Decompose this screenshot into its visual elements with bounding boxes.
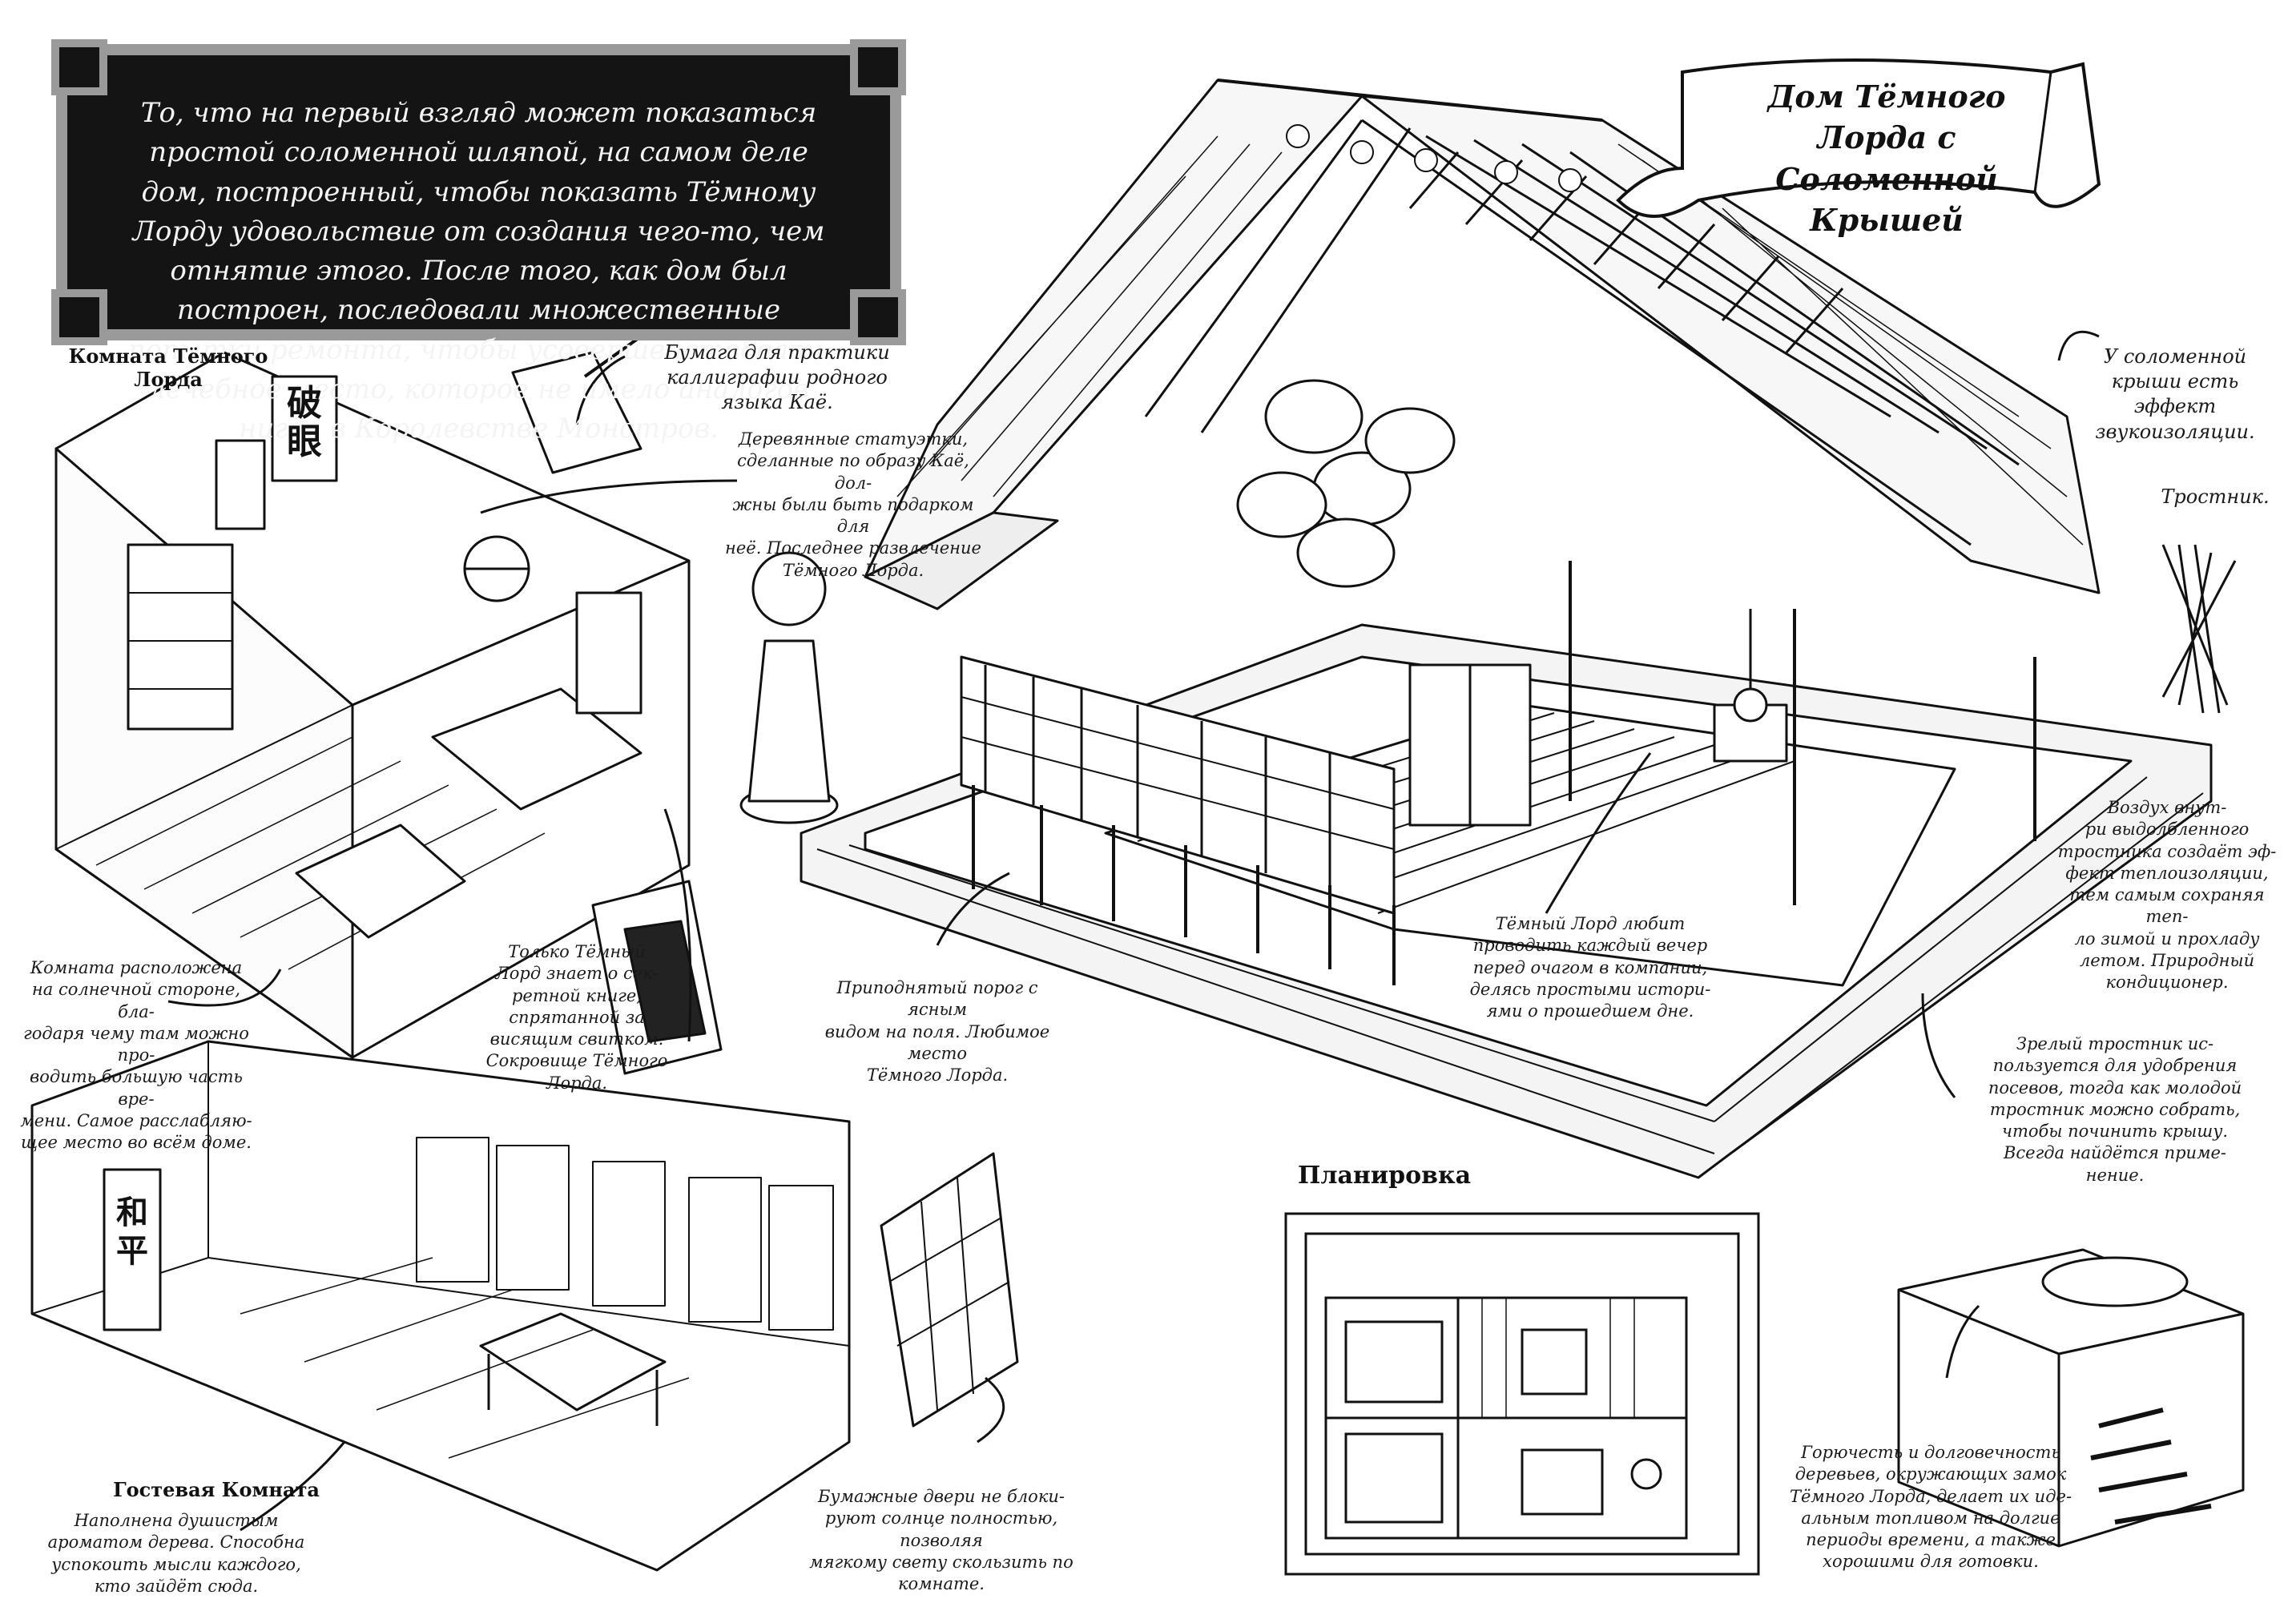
section-head-floor-plan: Планировка	[1298, 1162, 1472, 1190]
section-head-guest-room: Гостевая Комната	[113, 1478, 320, 1501]
posts	[972, 561, 2036, 985]
intro-text: То, что на первый взгляд может показатьс…	[127, 97, 830, 445]
note-secret-book: Только Тёмный Лорд знает о сек- ретной к…	[485, 942, 668, 1093]
banner-corner-ornament	[850, 39, 906, 95]
scroll-kanji-lord: 破眼	[287, 383, 322, 463]
lord-room-illustration	[54, 351, 691, 1059]
banner-corner-ornament	[51, 39, 107, 95]
note-statuettes: Деревянные статуэтки, сделанные по образ…	[725, 429, 981, 580]
note-reed: Тростник.	[2161, 485, 2270, 508]
note-thatch-sound: У соломенной крыши есть эффект звукоизол…	[2095, 345, 2255, 443]
shoji-door-panel	[880, 1152, 1019, 1428]
note-raised-porch: Приподнятый порог с ясным видом на поля.…	[824, 978, 1050, 1085]
title-ribbon	[1616, 58, 2101, 218]
note-reed-air: Воздух внут- ри выдолбленного тростника …	[2057, 798, 2277, 993]
note-hearth: Тёмный Лорд любит проводить каждый вечер…	[1469, 914, 1711, 1021]
left-wall	[960, 655, 1532, 915]
calligraphy-paper	[511, 335, 642, 474]
stove-firewood	[1897, 1248, 2245, 1548]
note-calligraphy-paper: Бумага для практики каллиграфии родного …	[664, 341, 890, 414]
note-guest-room: Наполнена душистым ароматом дерева. Спос…	[47, 1511, 305, 1596]
banner-corner-ornament	[850, 289, 906, 345]
scroll-kanji-guest: 和平	[116, 1194, 148, 1270]
note-mature-reed: Зрелый тростник ис- пользуется для удобр…	[1988, 1034, 2242, 1185]
thatched-roof	[864, 79, 2101, 610]
banner-corner-ornament	[51, 289, 107, 345]
page-title: Дом Тёмного Лорда с Соломенной Крышей	[1767, 79, 2006, 238]
section-head-lord-room: Комната Тёмного Лорда	[68, 344, 268, 391]
intro-banner: То, что на первый взгляд может показатьс…	[51, 39, 906, 445]
reed-bundle	[2161, 544, 2237, 714]
annotation-arrows	[167, 330, 2100, 1532]
floor-plan	[1284, 1212, 1760, 1576]
kae-statuette	[739, 551, 839, 824]
note-paper-doors: Бумажные двери не блоки- руют солнце пол…	[809, 1487, 1073, 1594]
note-room-sunny: Комната расположена на солнечной стороне…	[20, 958, 252, 1153]
storage-bales	[1236, 379, 1456, 588]
note-firewood: Горючесть и долговечность деревьев, окру…	[1789, 1443, 2072, 1572]
hearth	[1713, 609, 1788, 763]
